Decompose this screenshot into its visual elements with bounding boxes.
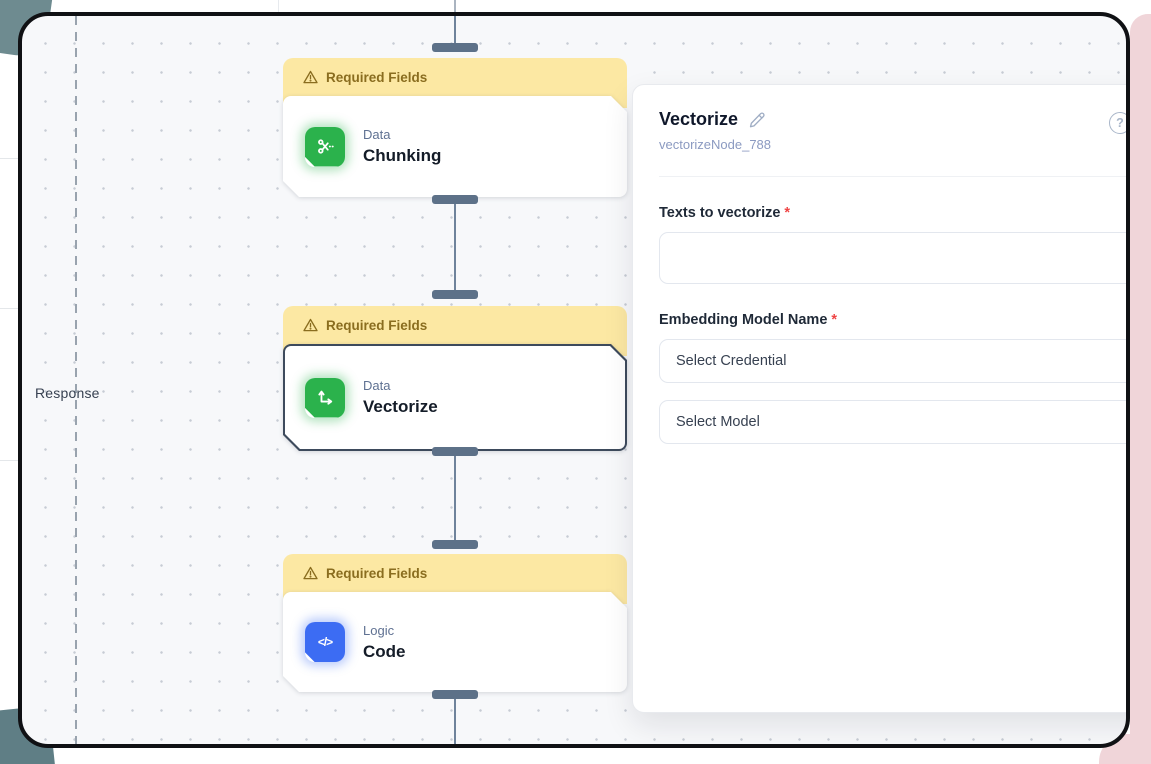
- port-handle[interactable]: [432, 195, 478, 204]
- node-card-vectorize[interactable]: Data Vectorize: [285, 346, 625, 449]
- banner-label: Required Fields: [326, 69, 428, 85]
- warning-icon: [303, 566, 318, 580]
- required-asterisk: *: [784, 205, 791, 221]
- node-title: Vectorize: [363, 397, 438, 416]
- edge-incoming: [454, 16, 456, 47]
- node-card-vectorize-selected-border: Data Vectorize: [283, 344, 627, 451]
- panel-divider: [659, 176, 1126, 177]
- node-title: Code: [363, 641, 406, 661]
- edge-chunking-vectorize: [454, 199, 456, 296]
- port-handle[interactable]: [432, 690, 478, 699]
- select-credential-dropdown[interactable]: Select Credential: [659, 339, 1126, 383]
- node-category: Data: [363, 127, 391, 142]
- margin-row-divider: [0, 158, 18, 159]
- margin-row-divider: [0, 308, 18, 309]
- required-asterisk: *: [831, 312, 838, 328]
- node-code[interactable]: Required Fields </> Logic Code: [283, 554, 627, 692]
- top-strip-divider: [278, 0, 279, 12]
- node-chunking[interactable]: Required Fields Data Chunking: [283, 58, 627, 197]
- node-title: Chunking: [363, 146, 442, 165]
- scissors-chunking-icon: [305, 127, 345, 167]
- edge-outgoing: [454, 696, 456, 744]
- edge-vectorize-code: [454, 454, 456, 546]
- margin-row-divider: [0, 460, 18, 461]
- embedding-model-name-label: Embedding Model Name*: [659, 312, 838, 328]
- banner-label: Required Fields: [326, 565, 428, 581]
- help-icon[interactable]: ?: [1109, 112, 1126, 134]
- port-handle[interactable]: [432, 43, 478, 52]
- vectorize-config-panel: Vectorize vectorizeNode_788 ? Texts to v…: [632, 84, 1126, 713]
- warning-icon: [303, 70, 318, 84]
- response-guide-dashed-line: [75, 16, 77, 744]
- select-model-dropdown[interactable]: Select Model: [659, 400, 1126, 444]
- edit-title-pencil-icon[interactable]: [748, 111, 766, 129]
- pink-edge-decoration: [1130, 14, 1151, 764]
- port-handle[interactable]: [432, 290, 478, 299]
- node-category: Logic: [363, 622, 395, 638]
- help-glyph: ?: [1116, 116, 1124, 130]
- workflow-canvas[interactable]: Response Required Fields: [18, 12, 1130, 748]
- response-label: Response: [35, 385, 100, 401]
- texts-to-vectorize-label: Texts to vectorize*: [659, 205, 791, 221]
- code-icon: </>: [305, 622, 345, 662]
- connector-line-above-frame: [454, 0, 456, 12]
- code-glyph: </>: [317, 635, 333, 649]
- node-card-chunking[interactable]: Data Chunking: [283, 96, 627, 197]
- warning-icon: [303, 318, 318, 332]
- port-handle[interactable]: [432, 447, 478, 456]
- texts-to-vectorize-input[interactable]: [659, 232, 1126, 284]
- node-category: Data: [363, 378, 391, 393]
- node-card-code[interactable]: </> Logic Code: [283, 592, 627, 692]
- banner-label: Required Fields: [326, 317, 428, 333]
- node-vectorize[interactable]: Required Fields D: [283, 306, 627, 451]
- node-id-label: vectorizeNode_788: [659, 137, 772, 152]
- port-handle[interactable]: [432, 540, 478, 549]
- panel-title: Vectorize: [659, 109, 739, 129]
- vector-axes-icon: [305, 378, 345, 418]
